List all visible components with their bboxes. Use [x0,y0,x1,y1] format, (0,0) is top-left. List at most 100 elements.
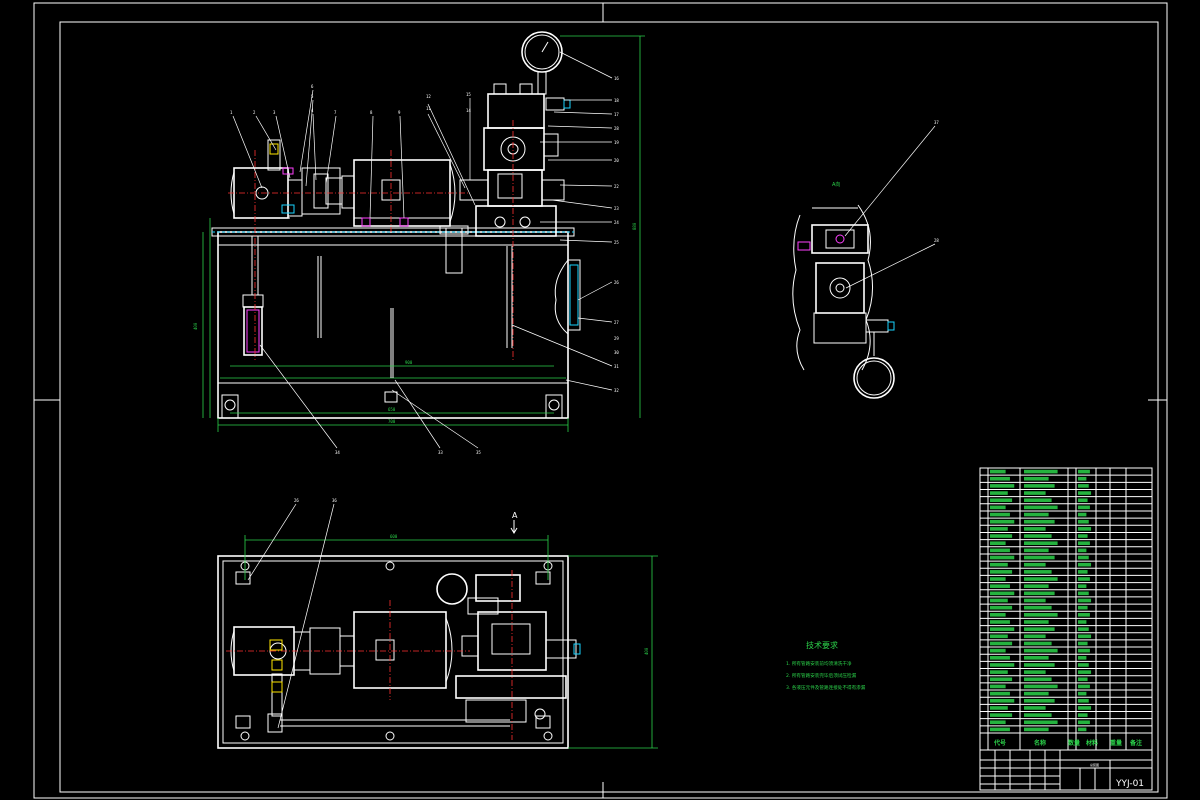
svg-text:400: 400 [193,322,198,330]
parts-list-cell-mark [990,620,1010,624]
parts-list-cell-mark [1024,720,1058,725]
parts-list-cell-mark [1078,684,1090,689]
parts-list-cell-mark [1024,670,1046,674]
front-view-leaders: 1 2 3 6 5 4 7 8 9 12 11 15 14 16 18 17 2… [230,51,619,455]
header-material: 材料 [1085,739,1098,747]
svg-text:7: 7 [334,110,337,115]
parts-list-cell-mark [1078,577,1090,581]
parts-list-cell-mark [1078,641,1088,646]
parts-list-cell-mark [1078,613,1090,617]
parts-list-cell-mark [1078,627,1089,631]
svg-text:18: 18 [614,98,619,103]
parts-list-cell-mark [1078,584,1087,588]
svg-text:400: 400 [644,647,649,655]
parts-list-cell-mark [1078,663,1089,667]
technical-requirement-3: 3. 各液压元件及管路连接处不得有渗漏 [786,684,866,691]
parts-list-cell-mark [1024,627,1055,631]
svg-text:23: 23 [614,206,619,211]
parts-list-cell-mark [1024,598,1046,603]
parts-list-cell-mark [1024,727,1049,732]
svg-text:8: 8 [370,110,373,115]
drawing-number: YYJ-01 [1115,779,1144,789]
parts-list-cell-mark [1024,591,1055,596]
parts-list-cell-mark [1024,620,1049,624]
parts-list-cell-mark [1024,491,1046,495]
parts-list-cell-mark [990,627,1015,631]
parts-list-cell-mark [1024,498,1052,503]
svg-text:25: 25 [614,240,619,245]
parts-list-cell-mark [1078,555,1089,560]
parts-list-cell-mark [990,648,1006,653]
parts-list-cell-mark [1078,670,1092,674]
svg-text:29: 29 [614,336,619,341]
parts-list-cell-mark [1078,512,1087,517]
parts-list-cell-mark [990,727,1010,732]
parts-list-cell-mark [1024,648,1058,653]
parts-list-cell-mark [1078,534,1088,538]
parts-list-cell-mark [990,584,1010,588]
a-direction-view: A向 37 28 [792,120,939,399]
svg-text:600: 600 [390,534,398,539]
svg-text:26: 26 [294,498,299,503]
svg-text:35: 35 [476,450,481,455]
parts-list-cell-mark [990,476,1010,481]
parts-list-cell-mark [990,469,1006,474]
parts-list-cell-mark [1024,505,1058,510]
parts-list-cell-mark [990,634,1008,639]
header-name: 名称 [1034,739,1046,747]
svg-text:36: 36 [332,498,337,503]
parts-list-cell-mark [1024,512,1049,517]
parts-list-cell-mark [1078,519,1089,524]
parts-list-cell-mark [990,706,1008,710]
parts-list-cell-mark [990,720,1006,725]
header-qty: 数量 [1068,739,1080,747]
parts-list-cell-mark [1078,476,1087,481]
technical-requirements: 技术要求 1. 所有管路安装前均须清洗干净 2. 所有管路安装完毕后须试压检漏 … [786,640,866,691]
parts-list-cell-mark [990,605,1013,610]
svg-text:9: 9 [398,110,401,115]
parts-list-cell-mark [1078,634,1092,639]
svg-text:28: 28 [614,126,619,131]
svg-text:20: 20 [614,158,619,163]
sheet-frame [33,2,1168,799]
parts-list-cell-mark [1024,562,1046,567]
parts-list-cell-mark [990,498,1013,503]
parts-list-cell-mark [990,684,1006,689]
parts-list-cell-mark [1078,570,1088,574]
parts-list-cell-mark [1078,620,1087,624]
svg-text:32: 32 [614,388,619,393]
parts-list-cell-mark [990,570,1013,574]
parts-list-cell-mark [1078,648,1090,653]
svg-text:26: 26 [614,280,619,285]
parts-list-cell-mark [990,691,1010,696]
parts-list-cell-mark [1024,577,1058,581]
svg-text:880: 880 [632,222,637,230]
parts-list-cell-mark [990,677,1013,682]
parts-list-cell-mark [1024,469,1058,474]
technical-requirements-title: 技术要求 [806,640,838,650]
svg-text:14: 14 [466,108,471,113]
technical-requirement-1: 1. 所有管路安装前均须清洗干净 [786,660,852,667]
header-remark: 备注 [1129,739,1142,747]
parts-list-cell-mark [990,656,1010,660]
section-arrow-label: A [512,511,518,520]
parts-list-cell-mark [990,505,1006,510]
svg-text:33: 33 [438,450,443,455]
parts-list-cell-mark [990,541,1006,545]
parts-list-cell-mark [1078,698,1089,703]
parts-list-cell-mark [990,562,1008,567]
view-label-a: A向 [832,181,840,188]
parts-list-cell-mark [1078,605,1088,610]
svg-text:30: 30 [614,350,619,355]
svg-text:3: 3 [273,110,276,115]
svg-text:16: 16 [614,76,619,81]
svg-text:19: 19 [614,140,619,145]
parts-list-cell-mark [1078,691,1087,696]
parts-list-cell-mark [990,670,1008,674]
parts-list-cell-mark [1024,484,1055,488]
parts-list-cell-mark [990,591,1015,596]
parts-list-cell-mark [990,512,1010,517]
parts-list-cell-mark [990,555,1015,560]
parts-list: 代号 名称 数量 材料 重量 备注 总装图 YYJ-01 [979,467,1153,791]
